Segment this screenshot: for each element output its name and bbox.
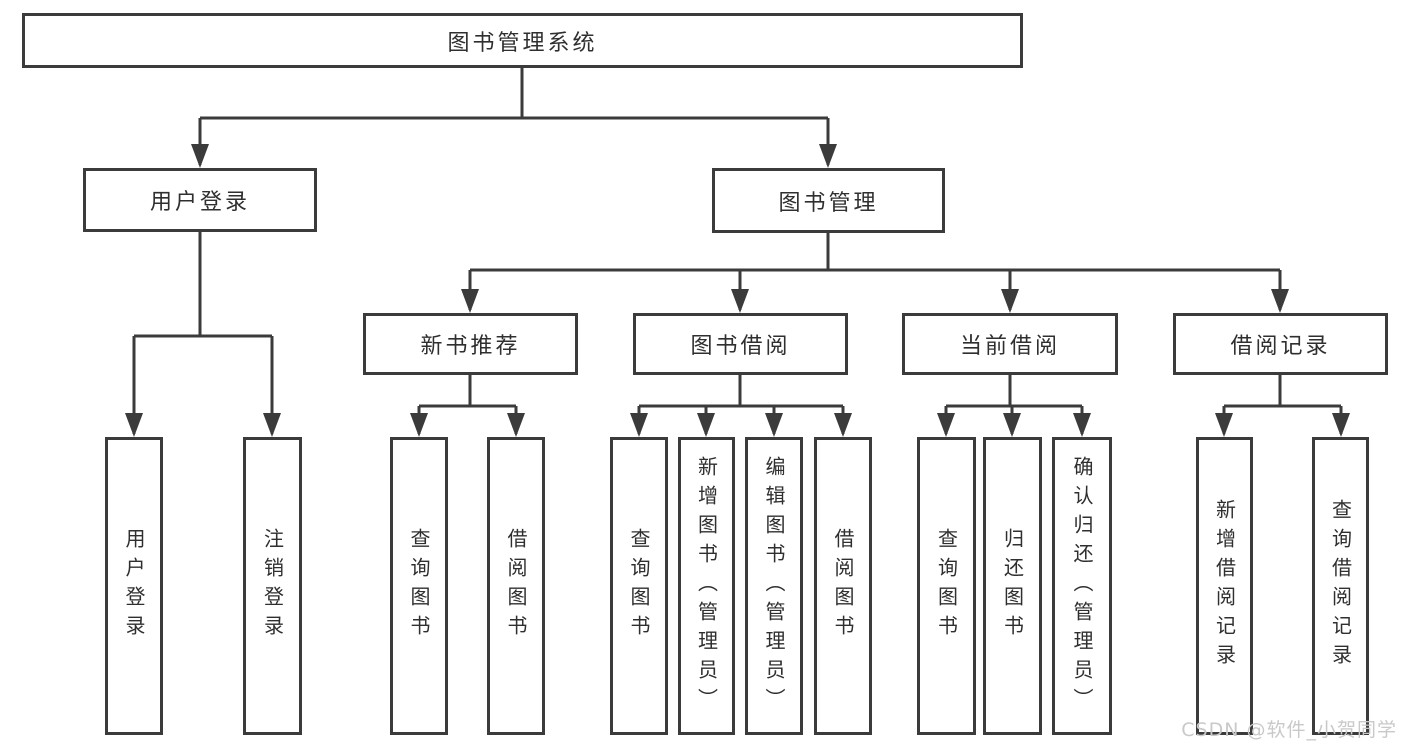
- leaf-query-books-recommend: 查询图书: [390, 437, 448, 735]
- leaf-confirm-return-admin: 确认归还（管理员）: [1052, 437, 1112, 735]
- node-label: 当前借阅: [959, 334, 1060, 359]
- node-user-login: 用户登录: [83, 168, 317, 232]
- node-label: 图书管理: [778, 190, 879, 216]
- leaf-label: 查询借阅记录: [1328, 499, 1353, 673]
- leaf-user-login: 用户登录: [105, 437, 163, 735]
- leaf-label: 归还图书: [1000, 528, 1025, 644]
- leaf-query-books-borrowing: 查询图书: [610, 437, 668, 735]
- watermark: CSDN @软件_小贺同学: [1181, 719, 1397, 741]
- leaf-label: 编辑图书（管理员）: [762, 455, 786, 717]
- leaf-label: 确认归还（管理员）: [1070, 455, 1094, 717]
- leaf-label: 借阅图书: [504, 528, 528, 644]
- node-borrowing-records: 借阅记录: [1173, 313, 1388, 375]
- node-label: 图书管理系统: [447, 30, 598, 56]
- leaf-label: 查询图书: [934, 528, 959, 644]
- leaf-query-borrow-record: 查询借阅记录: [1312, 437, 1369, 735]
- leaf-add-books-admin: 新增图书（管理员）: [678, 437, 735, 735]
- node-label: 图书借阅: [690, 334, 791, 359]
- leaf-label: 查询图书: [627, 528, 651, 644]
- leaf-logout: 注销登录: [243, 437, 302, 735]
- node-book-borrowing: 图书借阅: [633, 313, 848, 375]
- node-label: 借阅记录: [1230, 334, 1331, 359]
- node-label: 用户登录: [149, 190, 250, 215]
- leaf-edit-books-admin: 编辑图书（管理员）: [745, 437, 803, 735]
- leaf-borrow-books-borrowing: 借阅图书: [814, 437, 872, 735]
- node-new-book-recommendation: 新书推荐: [363, 313, 578, 375]
- node-current-borrowing: 当前借阅: [902, 313, 1118, 375]
- leaf-add-borrow-record: 新增借阅记录: [1196, 437, 1253, 735]
- node-library-system: 图书管理系统: [22, 13, 1023, 68]
- leaf-borrow-books-recommend: 借阅图书: [487, 437, 545, 735]
- node-book-management: 图书管理: [712, 168, 945, 233]
- leaf-label: 用户登录: [122, 528, 146, 644]
- leaf-label: 注销登录: [260, 528, 285, 644]
- leaf-return-books: 归还图书: [983, 437, 1042, 735]
- leaf-query-books-current: 查询图书: [917, 437, 976, 735]
- node-label: 新书推荐: [420, 334, 521, 359]
- leaf-label: 新增图书（管理员）: [694, 455, 719, 717]
- leaf-label: 查询图书: [407, 528, 431, 644]
- leaf-label: 借阅图书: [831, 528, 855, 644]
- leaf-label: 新增借阅记录: [1212, 499, 1237, 673]
